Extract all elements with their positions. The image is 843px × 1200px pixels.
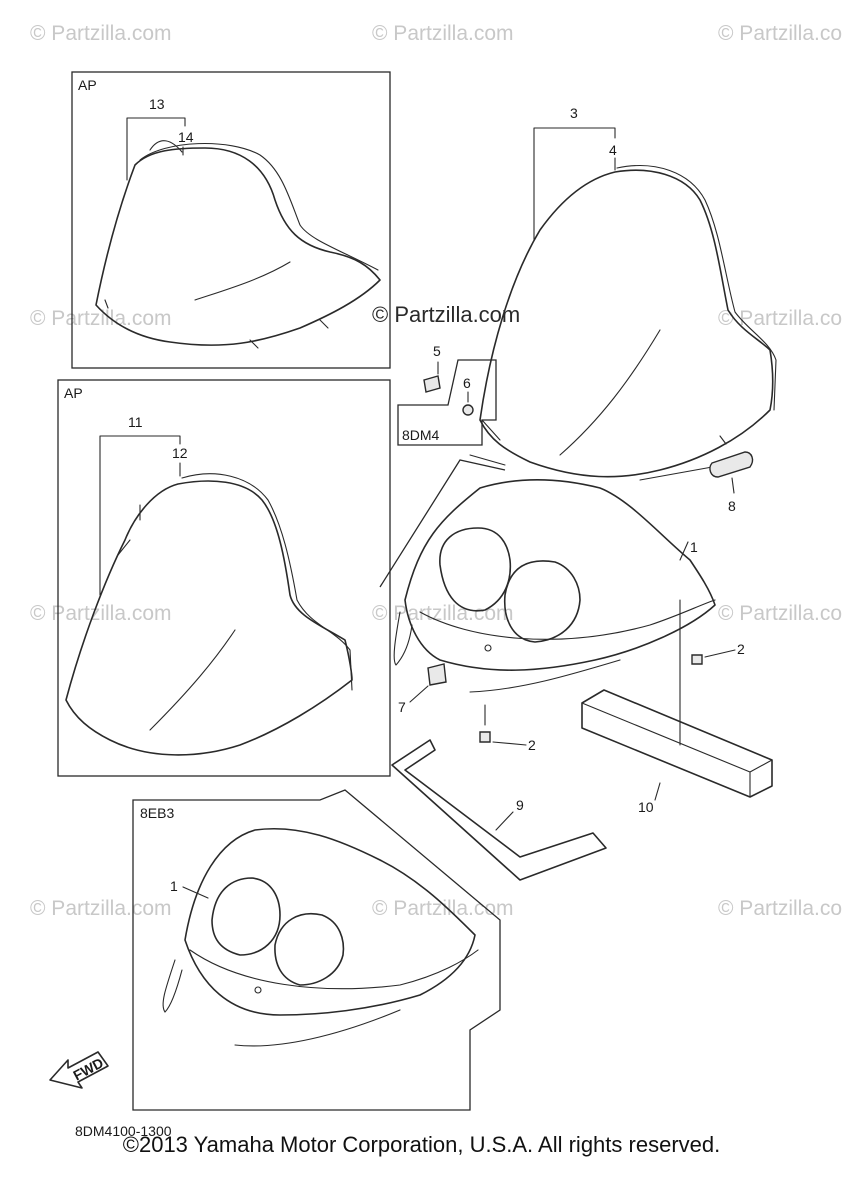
cowl-1-gauge-left [439,527,512,612]
watermark-layer: © Partzilla.com © Partzilla.com © Partzi… [30,22,843,920]
watermark: © Partzilla.com [30,307,172,330]
windshield-assembly: 3 4 8 [479,105,777,514]
leader-7 [409,685,429,703]
cowl-1-gauge-right [503,560,581,643]
cowl-1-variant-gauge-right [274,913,345,986]
callout-9: 9 [516,797,524,813]
watermark: © Partzilla.com [30,897,172,920]
part-9-seal [391,739,607,881]
leader-8 [731,477,735,494]
leader-10 [654,782,661,801]
fwd-arrow: FWD [49,1051,109,1089]
watermark: © Partzilla.com [718,307,843,330]
ap-top-box: AP 13 14 [71,71,391,369]
watermark: © Partzilla.com [30,602,172,625]
callout-1: 1 [690,539,698,555]
callout-13: 13 [149,96,165,112]
copyright-notice: ©2013 Yamaha Motor Corporation, U.S.A. A… [122,1132,721,1157]
part-10-foam [581,689,773,798]
part-10: 10 [581,689,773,815]
cowl-1-lower [469,659,621,693]
part-5-bolt [423,375,441,393]
leader-2a [704,649,736,658]
windshield-3-reflection [559,329,661,456]
callout-3: 3 [570,105,578,121]
box-8dm4-frame [397,359,497,446]
callout-10: 10 [638,799,654,815]
windshield-11 [65,480,353,756]
ap-bottom-box: AP 11 12 [57,379,391,777]
bracket-11 [99,435,181,596]
callout-6: 6 [463,375,471,391]
fwd-label: FWD [70,1054,106,1083]
part-10-foam-edges [581,702,773,798]
callout-2b: 2 [528,737,536,753]
cowl-callout-frame [379,459,506,588]
watermark-main: © Partzilla.com [372,302,520,327]
callout-8: 8 [728,498,736,514]
ap-top-frame [71,71,391,369]
trim-12-tabs [117,504,141,556]
callout-5: 5 [433,343,441,359]
callout-11: 11 [128,414,143,430]
box-8eb3-label: 8EB3 [140,805,174,821]
box-8eb3: 8EB3 1 [132,789,501,1111]
cowl-1-edge [419,599,716,640]
trim-14-end [149,140,183,153]
cowl-1-hole [484,644,492,652]
part-8-clip [709,451,754,478]
callout-1b: 1 [170,878,178,894]
windshield-13-tabs [104,299,329,349]
watermark: © Partzilla.com [718,602,843,625]
part-7-grommet [427,663,447,686]
cowl-assembly: 1 2 2 7 [379,459,745,753]
trim-4 [616,165,777,411]
trim-14 [139,143,379,271]
callout-2a: 2 [737,641,745,657]
fwd-arrow-icon [49,1051,109,1089]
watermark: © Partzilla.com [30,22,172,45]
cowl-1 [404,478,716,671]
leader-9 [495,811,514,831]
windshield-11-reflection [149,629,236,731]
box-8eb3-frame [132,789,501,1111]
windshield-13-reflection [194,261,291,301]
watermark: © Partzilla.com [718,22,843,45]
watermark: © Partzilla.com [718,897,843,920]
ap-bottom-frame [57,379,391,777]
windshield-13 [95,147,381,346]
watermark: © Partzilla.com [372,602,514,625]
cowl-1-variant [184,827,476,1016]
ap-bottom-label: AP [64,385,83,401]
diagram-code: 8DM4100-1300 [75,1123,172,1139]
part-6-nut [462,404,474,416]
part-2-screw [479,731,491,743]
cowl-1-variant-gauge-left [211,877,281,956]
callout-7: 7 [398,699,406,715]
box-8dm4: 8DM4 5 6 [397,343,506,466]
part-9: 9 [391,739,607,881]
watermark: © Partzilla.com [372,897,514,920]
box-8dm4-label: 8DM4 [402,427,440,443]
leader-2b [492,741,527,746]
trim-12 [181,473,353,691]
ap-top-label: AP [78,77,97,93]
cowl-1-variant-lower [234,1009,401,1047]
cowl-1-variant-hole [254,986,262,994]
cowl-1-side [393,611,413,666]
cowl-1-variant-edge [189,949,479,990]
callout-12: 12 [172,445,188,461]
box-8dm4-leader [469,419,506,466]
bracket-13 [126,117,186,181]
callout-14: 14 [178,129,194,145]
part-2-screw [691,654,703,665]
windshield-3 [479,169,774,478]
leader-1 [679,541,689,561]
watermark: © Partzilla.com [372,22,514,45]
leader-1b [182,886,209,899]
callout-4: 4 [609,142,617,158]
bracket-3 [533,127,616,241]
cowl-1-variant-side [162,959,183,1013]
